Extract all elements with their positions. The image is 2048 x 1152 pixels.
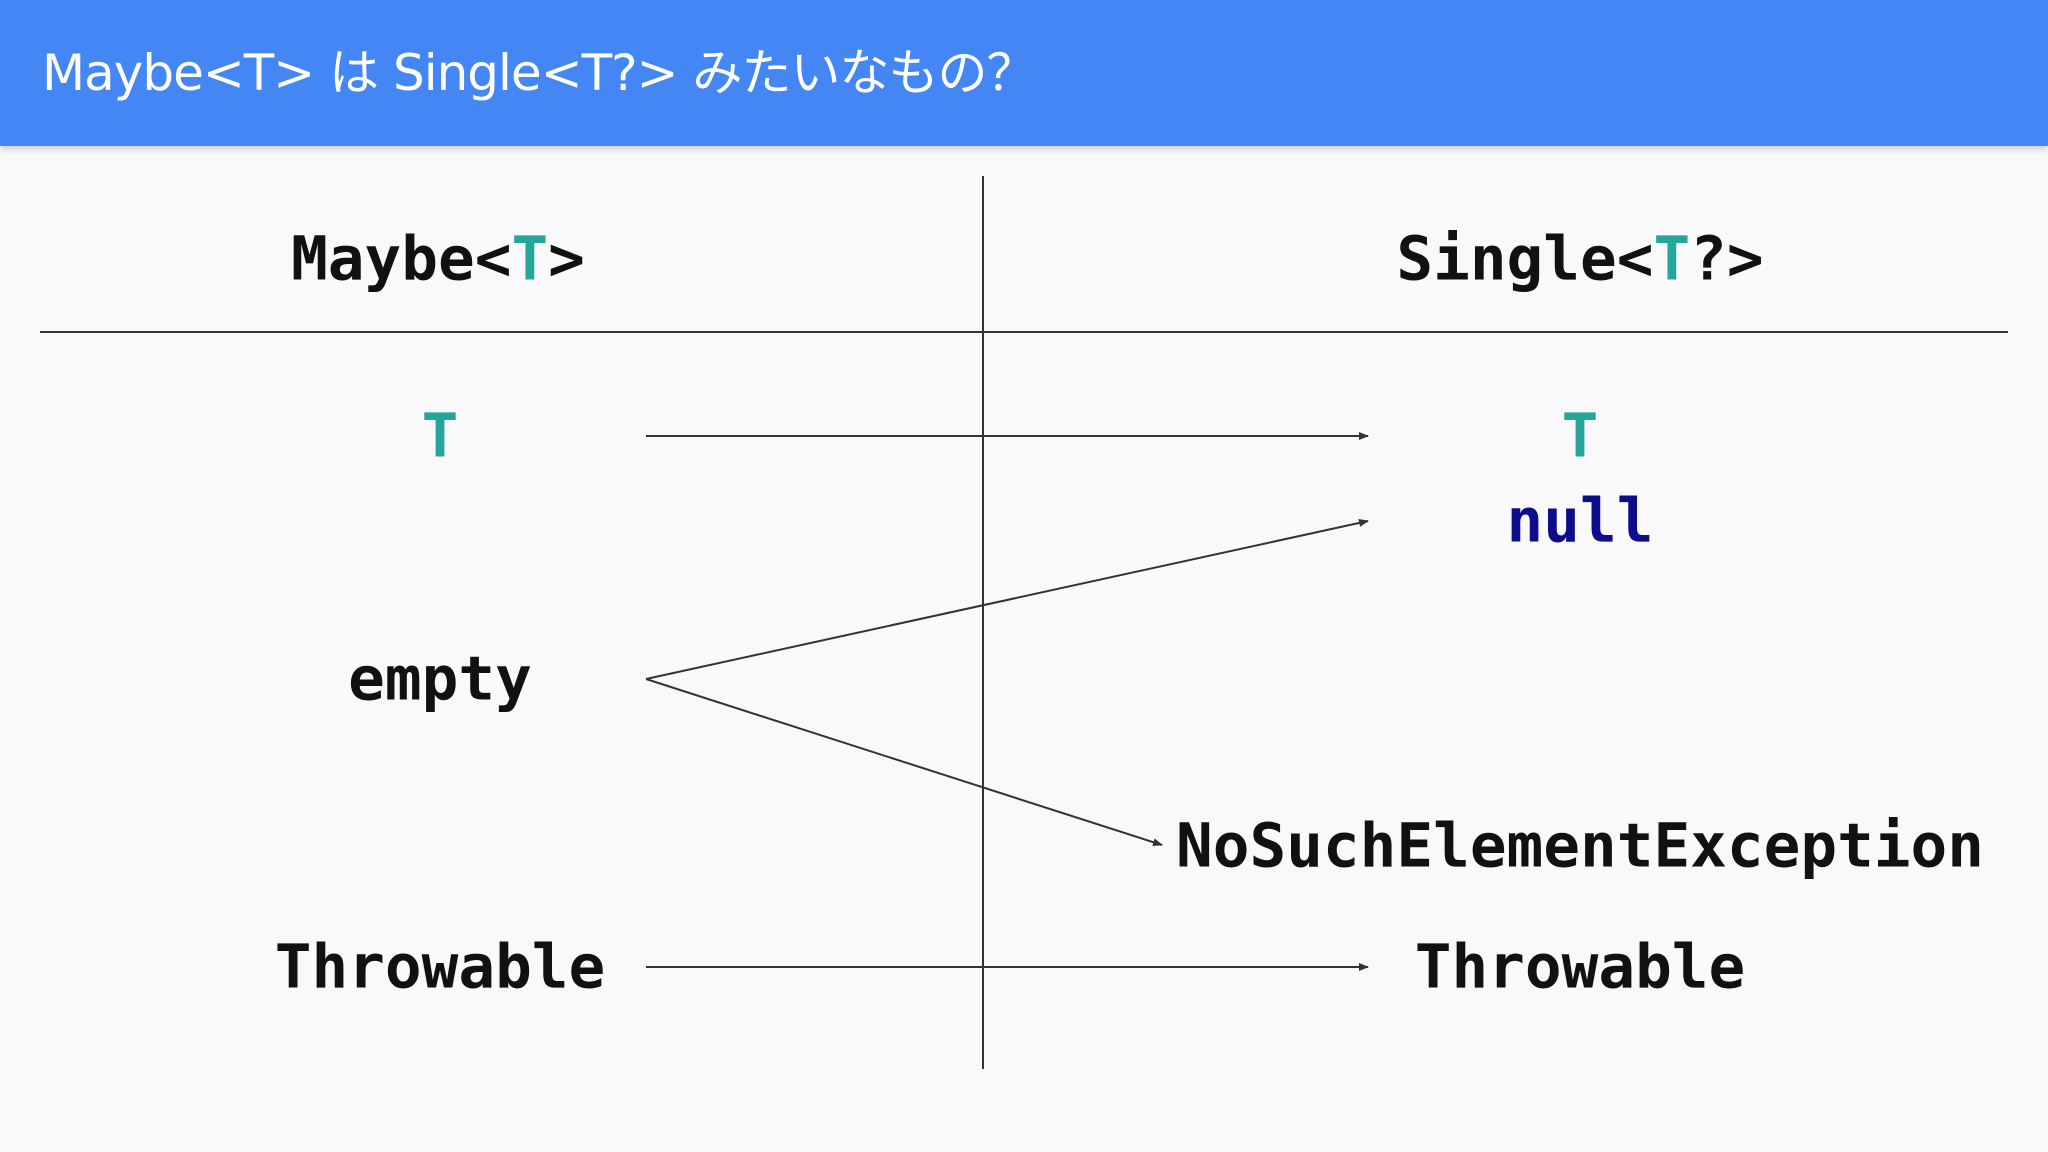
single-value-throwable: Throwable <box>1414 931 1746 1003</box>
single-value-exception: NoSuchElementException <box>1176 810 1984 882</box>
maybe-header: Maybe<T> <box>291 224 585 295</box>
slide-title: Maybe<T> は Single<T?> みたいなもの？ <box>42 44 1036 102</box>
maybe-value-throwable: Throwable <box>274 931 606 1003</box>
maybe-header-param: T <box>511 223 549 295</box>
single-header-param: T <box>1653 223 1691 295</box>
maybe-header-suffix: > <box>548 223 585 295</box>
maybe-header-prefix: Maybe< <box>291 223 512 295</box>
single-header-prefix: Single< <box>1396 223 1654 295</box>
maybe-value-t: T <box>421 400 459 472</box>
arrow-empty-to-exception <box>645 678 1163 847</box>
single-header: Single<T?> <box>1396 224 1763 295</box>
single-header-suffix: ?> <box>1690 223 1764 295</box>
arrow-empty-to-null <box>645 519 1369 680</box>
single-value-null: null <box>1506 485 1654 557</box>
title-bar: Maybe<T> は Single<T?> みたいなもの？ <box>0 0 2048 146</box>
single-value-t: T <box>1561 400 1599 472</box>
maybe-value-empty: empty <box>348 643 532 715</box>
